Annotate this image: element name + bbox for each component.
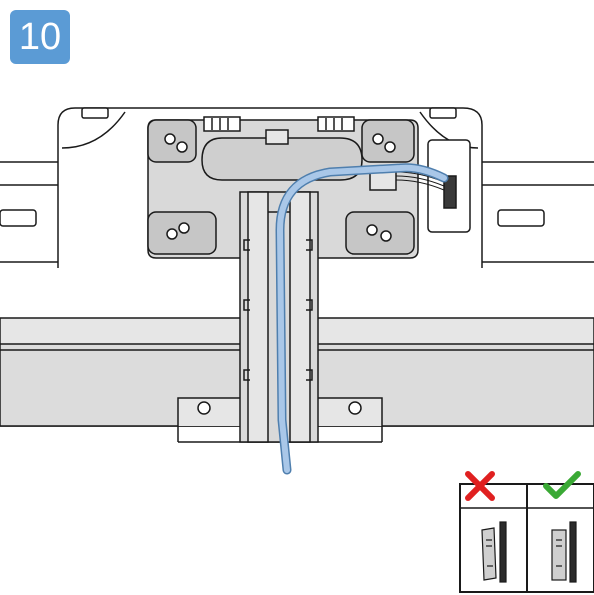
correct-clip-example: [551, 521, 577, 583]
cable-connector-port: [395, 139, 471, 233]
rear-rail: [0, 161, 594, 263]
red-cross-icon: [465, 471, 495, 501]
incorrect-clip-example: [481, 521, 507, 583]
green-check-icon: [543, 471, 581, 499]
power-cable: [275, 163, 449, 475]
step-number-badge: 10: [10, 10, 70, 64]
center-bracket: [147, 116, 419, 259]
